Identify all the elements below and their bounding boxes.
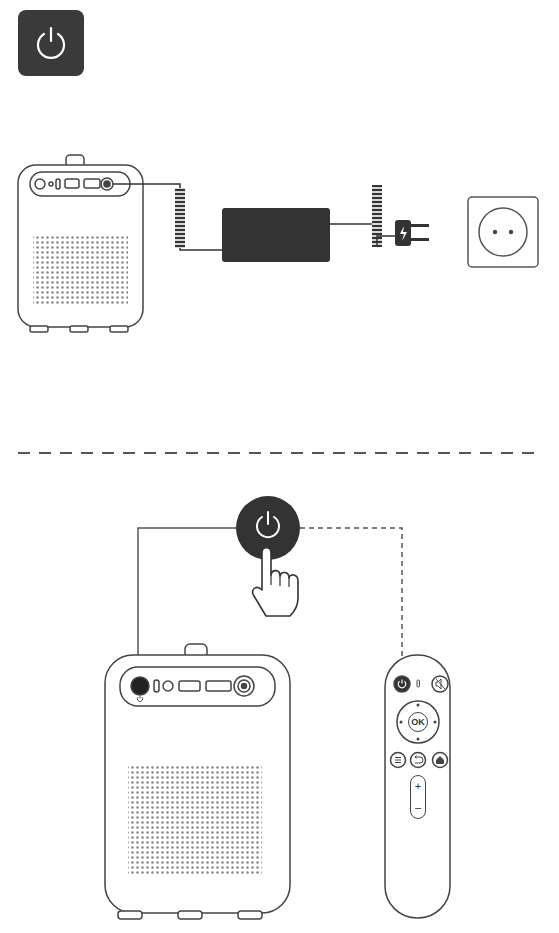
- wall-socket: [468, 197, 538, 267]
- leader-line: [138, 528, 236, 676]
- divider: [18, 452, 541, 454]
- volume-rocker: +–: [410, 775, 426, 819]
- button-label: OK: [411, 718, 425, 727]
- ok-button: OK: [408, 712, 428, 732]
- button-symbol: +: [415, 781, 421, 792]
- plug: [395, 220, 429, 246]
- power-icon-tile: [18, 10, 84, 76]
- projector-back: [18, 155, 143, 332]
- power-adapter: [222, 208, 330, 262]
- pointing-hand: [253, 548, 298, 616]
- remote-control: [385, 655, 450, 918]
- button-symbol: –: [415, 802, 421, 813]
- leader-line-dashed: [300, 528, 402, 675]
- projector-back-large: [105, 644, 290, 919]
